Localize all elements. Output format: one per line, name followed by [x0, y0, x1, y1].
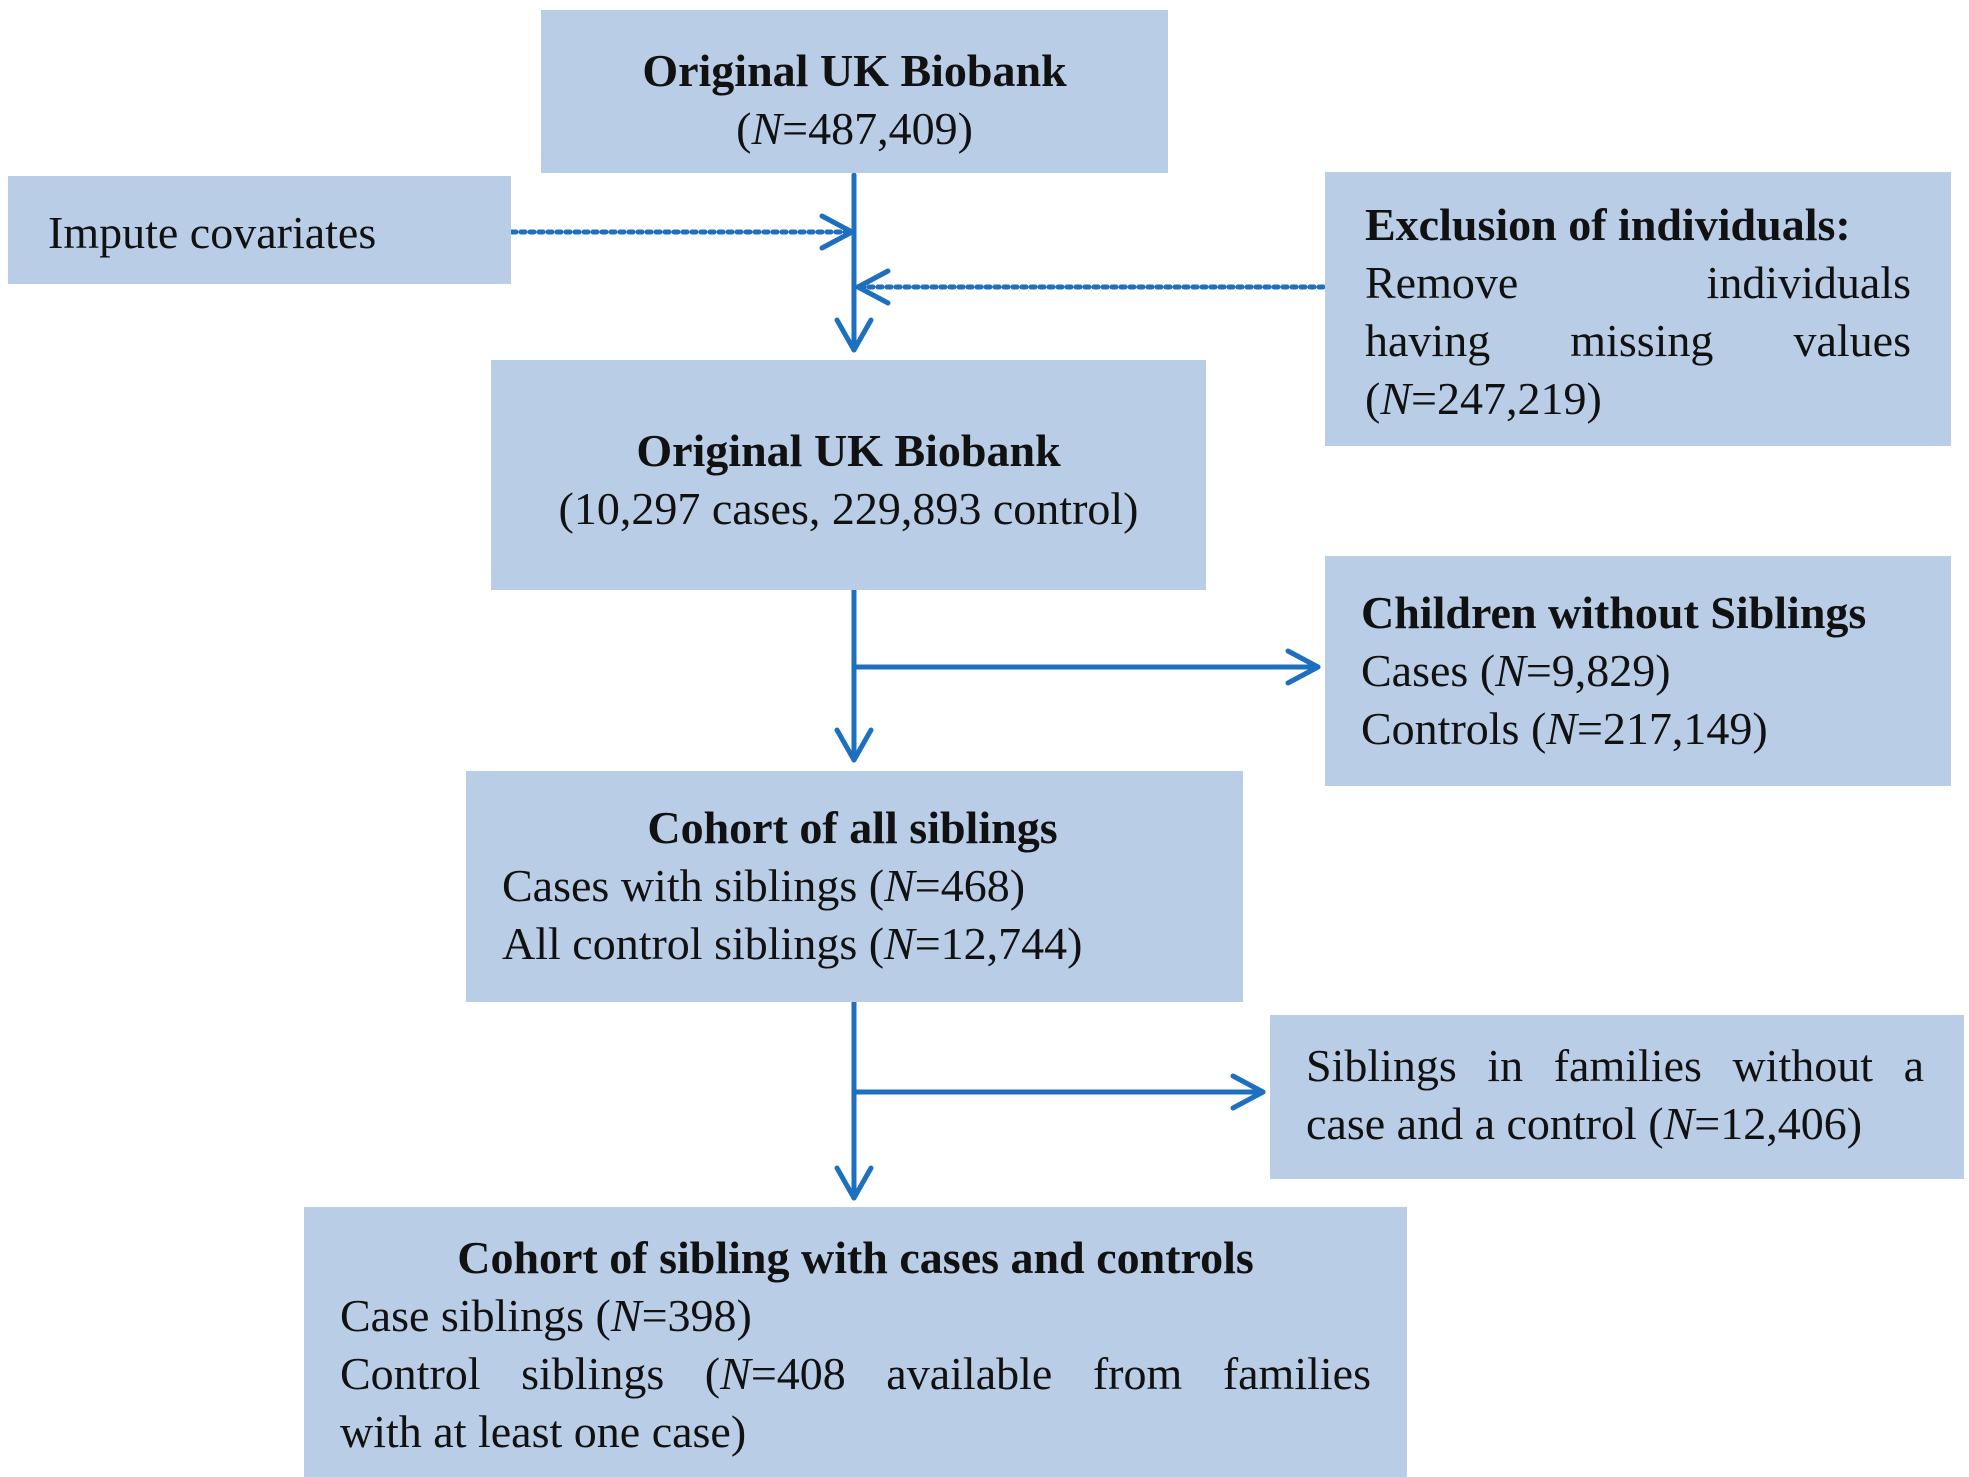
- box-line-1: Siblings in families without a: [1306, 1040, 1924, 1091]
- arrowhead-cohort-cases: [834, 1165, 874, 1201]
- box-line-3: (N=247,219): [1365, 373, 1602, 424]
- box-title: Original UK Biobank: [636, 425, 1061, 476]
- box-text: Impute covariates: [48, 207, 377, 258]
- box-line-1: Remove individuals: [1365, 257, 1911, 308]
- box-cohort-cases-controls: Cohort of sibling with cases and control…: [304, 1207, 1407, 1477]
- box-title: Original UK Biobank: [642, 45, 1067, 96]
- box-line-1: Cases with siblings (N=468): [502, 860, 1026, 911]
- box-title: Exclusion of individuals:: [1365, 199, 1851, 250]
- box-title: Children without Siblings: [1361, 587, 1867, 638]
- box-line-2: Controls (N=217,149): [1361, 703, 1768, 754]
- box-line-2: Control siblings (N=408 available from f…: [340, 1348, 1371, 1399]
- box-line-1: Cases (N=9,829): [1361, 645, 1671, 696]
- box-line-1: Case siblings (N=398): [340, 1290, 752, 1341]
- arrowhead-children: [1285, 648, 1321, 686]
- box-impute-covariates: Impute covariates: [8, 176, 511, 284]
- box-children-without-siblings: Children without Siblings Cases (N=9,829…: [1325, 556, 1951, 786]
- arrowhead-cohort-all: [834, 727, 874, 763]
- box-exclusion: Exclusion of individuals: Remove individ…: [1325, 172, 1951, 446]
- arrowhead-impute: [819, 213, 855, 251]
- box-line-2: having missing values: [1365, 315, 1911, 366]
- box-cohort-all-siblings: Cohort of all siblings Cases with siblin…: [466, 771, 1243, 1002]
- box-title: Cohort of all siblings: [647, 802, 1058, 853]
- box-line: (N=487,409): [736, 103, 973, 154]
- box-original-biobank-split: Original UK Biobank (10,297 cases, 229,8…: [491, 360, 1206, 590]
- box-line-3: with at least one case): [340, 1406, 747, 1457]
- box-line-2: All control siblings (N=12,744): [502, 918, 1083, 969]
- arrowhead-exclusion: [855, 268, 891, 306]
- box-original-biobank: Original UK Biobank (N=487,409): [541, 10, 1168, 173]
- box-title: Cohort of sibling with cases and control…: [457, 1232, 1254, 1283]
- box-line-2: case and a control (N=12,406): [1306, 1098, 1863, 1149]
- box-line: (10,297 cases, 229,893 control): [558, 483, 1139, 534]
- box-siblings-without-case-control: Siblings in families without a case and …: [1270, 1015, 1964, 1179]
- arrowhead-siblings-no: [1230, 1073, 1266, 1111]
- arrowhead-mid: [834, 317, 874, 353]
